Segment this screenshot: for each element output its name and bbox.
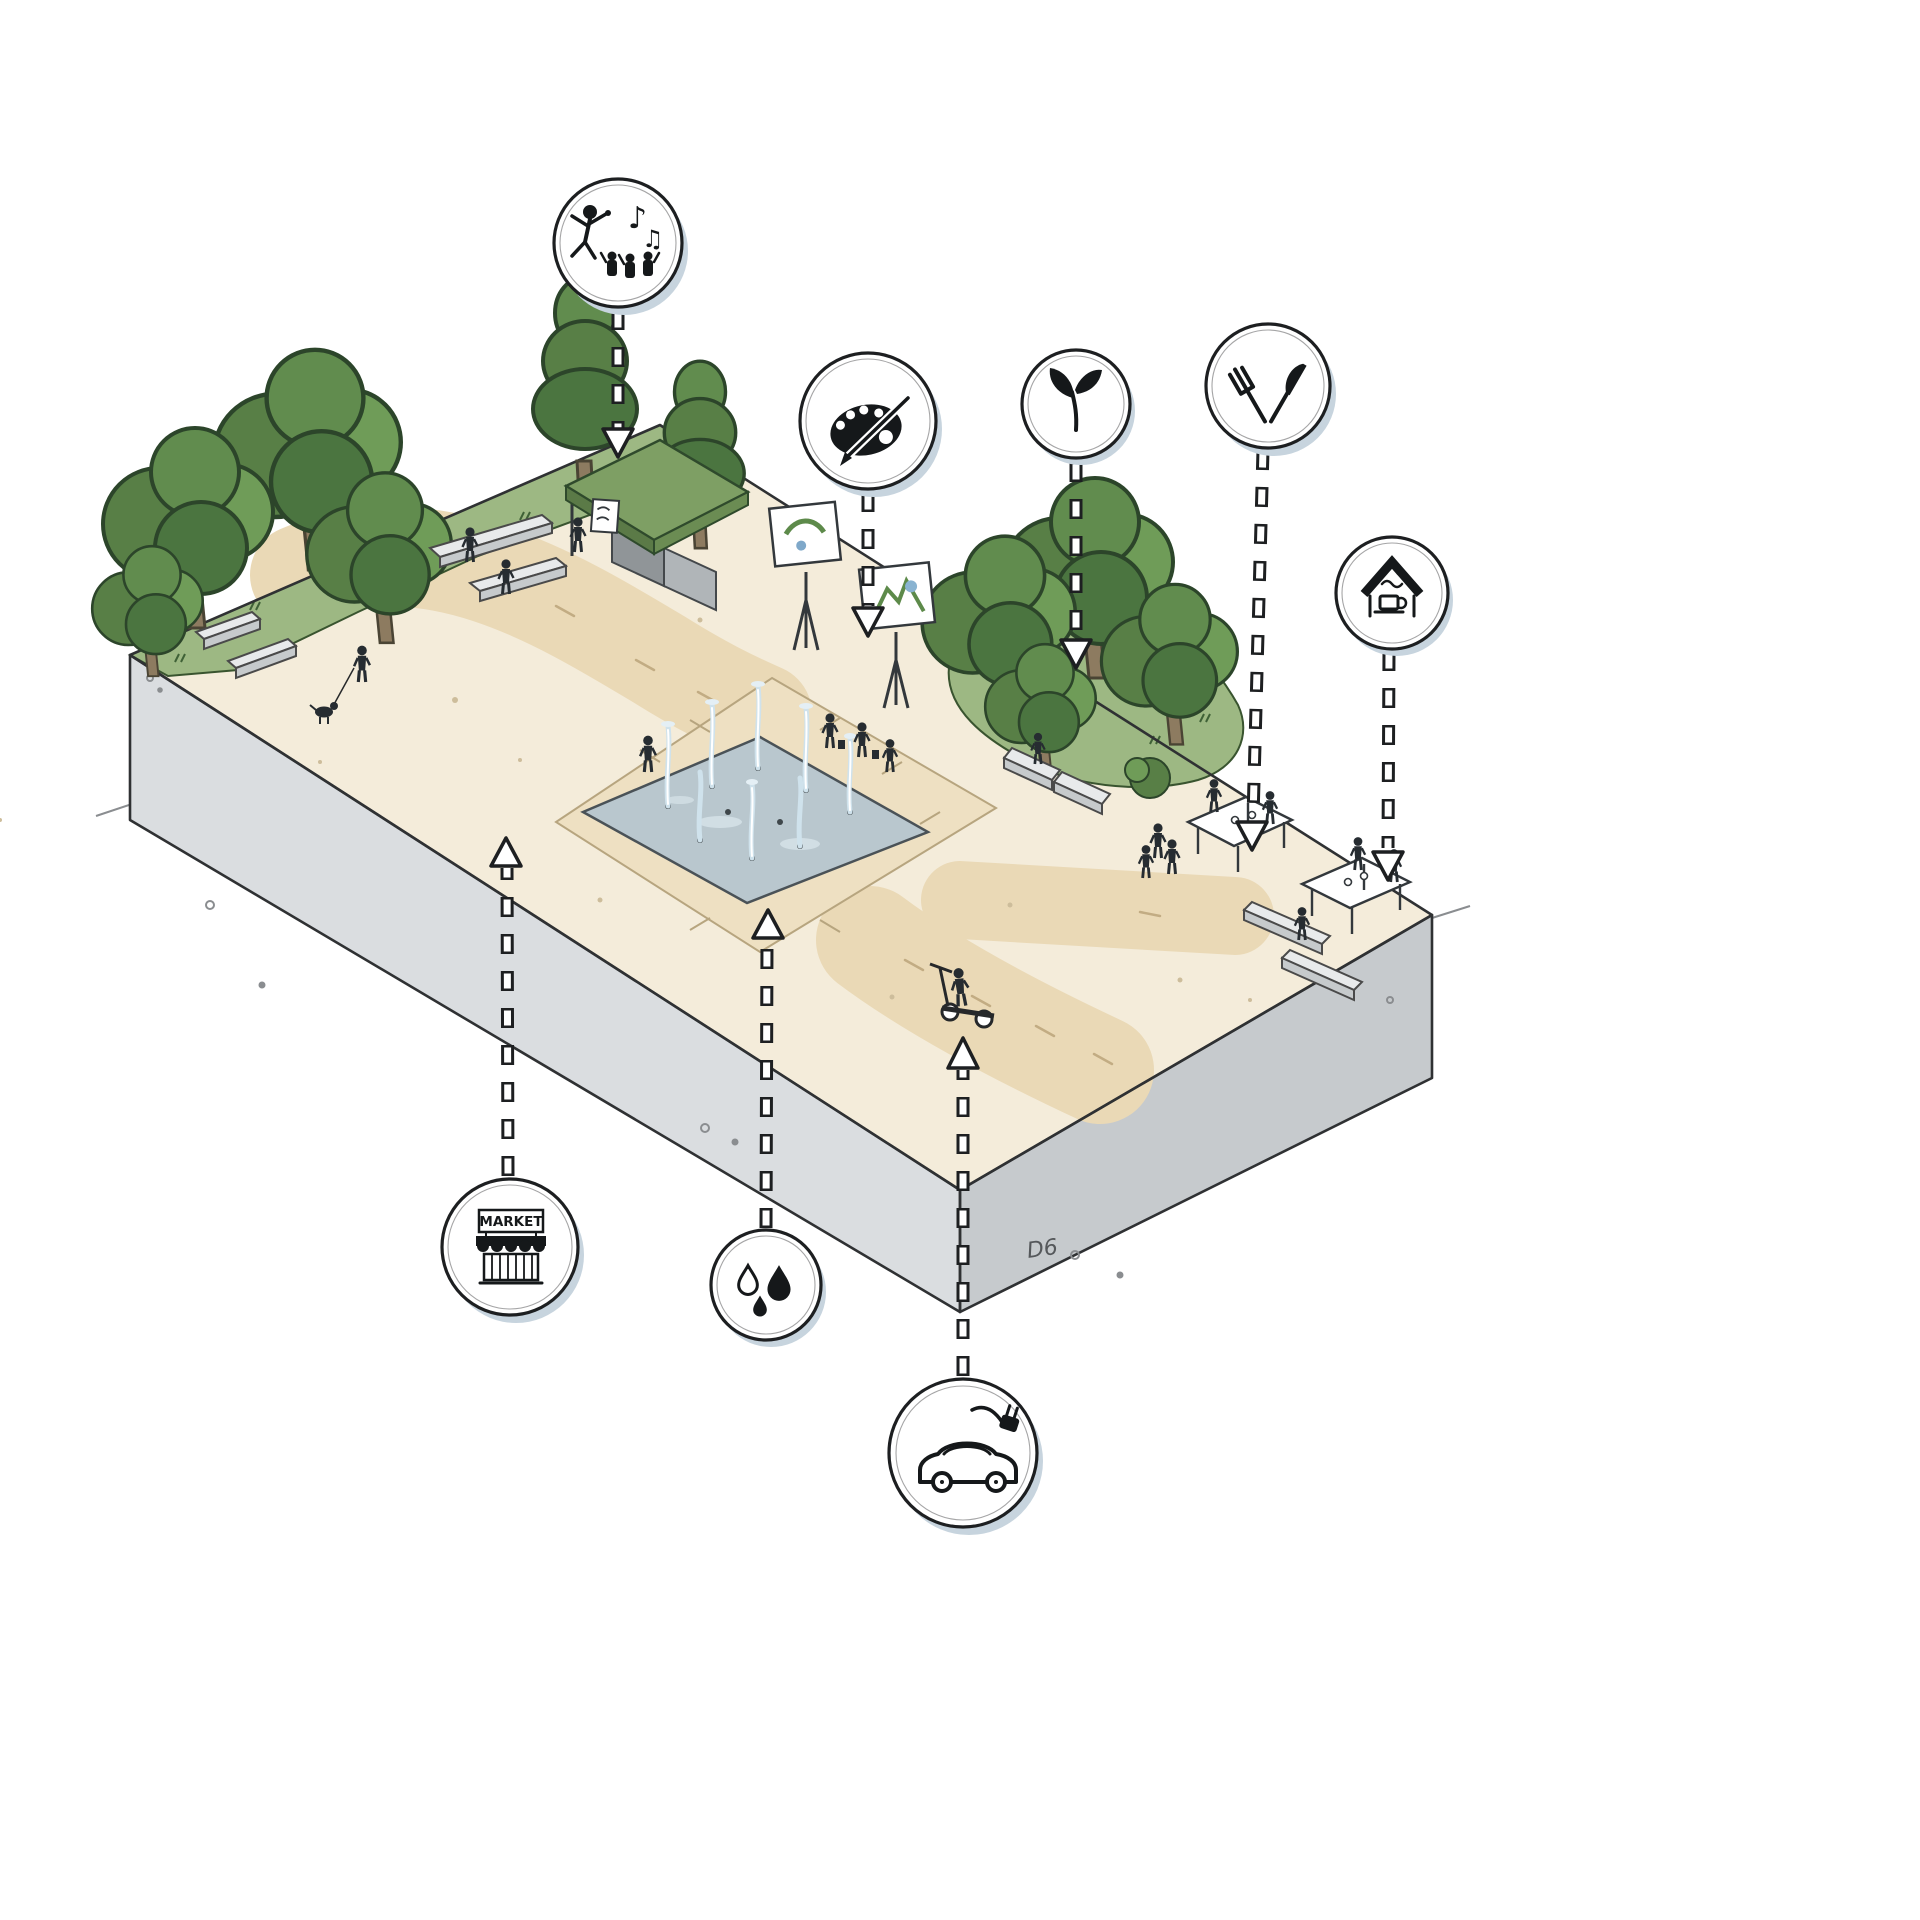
scooter-rider xyxy=(929,962,995,1029)
fountain-jets xyxy=(661,681,856,861)
stage-poster xyxy=(589,498,621,534)
callout-water xyxy=(709,1228,826,1347)
block-front-right-face xyxy=(960,915,1432,1312)
callout-music-dance: ♪ ♫ xyxy=(552,177,688,315)
market-sign-text: MARKET xyxy=(479,1214,543,1230)
guide-line-left xyxy=(95,803,133,817)
arrow-water xyxy=(751,908,785,1229)
bush-highlight xyxy=(1124,757,1150,783)
music-note-glyph: ♪ xyxy=(628,201,647,236)
callout-dining xyxy=(1204,322,1336,456)
artist-signature: D6 xyxy=(1025,1235,1059,1264)
people xyxy=(309,515,1403,1029)
stage-pavilion xyxy=(563,438,751,612)
arrow-plants xyxy=(1059,462,1093,670)
music-dance-icon: ♪ ♫ xyxy=(570,201,664,278)
callout-cafe xyxy=(1334,535,1453,656)
market-stall-icon: MARKET xyxy=(476,1208,546,1285)
arrow-art xyxy=(851,492,885,638)
plaza-speckles xyxy=(0,598,1252,1002)
art-palette-icon xyxy=(830,394,912,466)
ev-charging-icon xyxy=(918,1404,1020,1493)
music-note-glyph: ♫ xyxy=(642,225,664,253)
callout-plants xyxy=(1020,348,1135,465)
crowd-figures xyxy=(599,251,661,278)
arrow-music xyxy=(601,310,635,459)
callout-arrows xyxy=(489,310,1405,1376)
block-front-left-face xyxy=(130,655,960,1312)
shopping-bag xyxy=(872,750,879,759)
callout-art xyxy=(798,351,942,497)
arrow-market xyxy=(489,836,523,1177)
arrow-cafe xyxy=(1371,650,1405,882)
fork-knife-icon xyxy=(1227,363,1307,424)
arrow-ev xyxy=(946,1036,980,1376)
arrow-dining xyxy=(1235,449,1270,852)
fountain xyxy=(580,681,931,905)
callout-market: MARKET xyxy=(440,1177,584,1323)
guide-line-right xyxy=(1431,905,1471,919)
cafe-house-icon xyxy=(1360,555,1424,618)
dog xyxy=(309,667,355,724)
plant-sprout-icon xyxy=(1049,368,1102,432)
callout-ev xyxy=(887,1377,1043,1535)
shopping-bag xyxy=(838,740,845,749)
